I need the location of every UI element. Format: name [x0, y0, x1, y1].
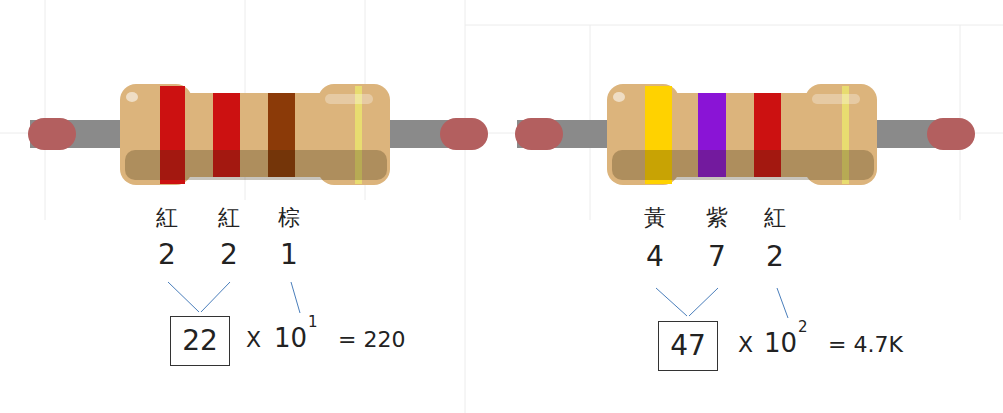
leader-lines [168, 282, 788, 318]
color-name: 紫 [706, 206, 728, 230]
color-name: 紅 [218, 206, 240, 230]
resistor-symbol [515, 84, 975, 185]
digit-value: 10 [764, 329, 797, 358]
color-name: 棕 [278, 206, 300, 230]
exponent: 1 [308, 314, 318, 331]
digit-box: 47 [658, 321, 718, 371]
box-number: 47 [670, 331, 706, 362]
digit-value: 2 [220, 240, 238, 271]
color-name: 紅 [156, 206, 178, 230]
box-number: 22 [182, 326, 218, 357]
color-name: X [246, 328, 261, 352]
color-name: 紅 [764, 206, 786, 230]
resistor-symbol [28, 84, 488, 185]
digit-value: 2 [158, 240, 176, 271]
digit-value: 7 [708, 242, 726, 273]
digit-value: 10 [274, 324, 307, 353]
digit-value: 2 [766, 242, 784, 273]
color-name: = 220 [338, 328, 405, 352]
digit-value: 4 [646, 242, 664, 273]
color-name: = 4.7K [828, 333, 903, 357]
color-name: X [738, 333, 753, 357]
exponent: 2 [798, 319, 808, 336]
digit-value: 1 [280, 240, 298, 271]
digit-box: 22 [170, 316, 230, 366]
color-name: 黃 [644, 206, 666, 230]
